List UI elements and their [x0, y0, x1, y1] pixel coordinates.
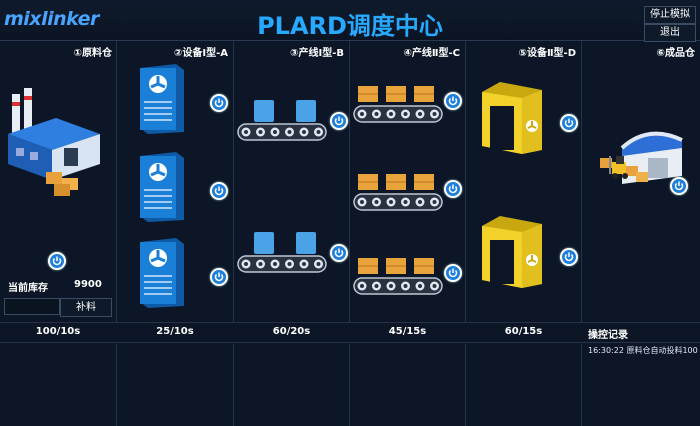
conveyor-c-3 [353, 258, 443, 295]
conveyor-b-1 [237, 100, 327, 141]
exit-button[interactable]: 退出 [644, 24, 696, 42]
power-icon [562, 250, 576, 264]
forklift-icon [600, 156, 628, 179]
operation-log-title: 操控记录 [588, 330, 628, 341]
cabinet-a-3 [140, 238, 184, 308]
column-header: ⑥成品仓 [656, 48, 695, 59]
power-icon [212, 270, 226, 284]
divider [0, 322, 700, 323]
column-header: ⑤设备Ⅱ型-D [518, 48, 576, 59]
power-button-d-1[interactable] [560, 114, 578, 132]
power-icon [332, 114, 346, 128]
power-icon [50, 254, 64, 268]
power-icon [212, 184, 226, 198]
power-button-b-1[interactable] [330, 112, 348, 130]
bottom-cell [350, 344, 466, 426]
power-button-c-3[interactable] [444, 264, 462, 282]
inventory-value: 9900 [74, 279, 102, 290]
power-button-raw[interactable] [48, 252, 66, 270]
power-icon [446, 266, 460, 280]
power-button-b-2[interactable] [330, 244, 348, 262]
power-button-c-2[interactable] [444, 180, 462, 198]
divider [0, 342, 700, 343]
cabinet-a-2 [140, 152, 184, 222]
conveyor-b-2 [237, 232, 327, 273]
rate-label: 45/15s [388, 326, 427, 337]
rate-label: 25/10s [156, 326, 194, 337]
conveyor-c-1 [353, 86, 443, 123]
column-line-b [234, 41, 350, 323]
device-d-1 [482, 82, 542, 154]
warehouse-icon [620, 131, 683, 184]
fan-icon [149, 163, 167, 181]
power-icon [562, 116, 576, 130]
power-icon [332, 246, 346, 260]
column-header: ①原料仓 [73, 48, 112, 59]
column-header: ④产线Ⅱ型-C [403, 48, 460, 59]
column-header: ②设备Ⅰ型-A [173, 48, 228, 59]
factory-icon [8, 88, 100, 196]
fan-icon [149, 249, 167, 267]
power-icon [446, 94, 460, 108]
logo: mixlinker [4, 8, 99, 30]
bottom-cell [117, 344, 234, 426]
column-device-a [117, 41, 234, 323]
conveyor-c-2 [353, 174, 443, 211]
device-d-2 [482, 216, 542, 288]
power-icon [446, 182, 460, 196]
column-device-d [466, 41, 582, 323]
fan-icon [149, 75, 167, 93]
power-button-a-3[interactable] [210, 268, 228, 286]
power-icon [672, 179, 686, 193]
header: mixlinker PLARD调度中心 停止模拟 退出 [0, 0, 700, 42]
inventory-label: 当前库存 [8, 283, 48, 294]
power-icon [212, 96, 226, 110]
bottom-cell [234, 344, 350, 426]
page-title: PLARD调度中心 [257, 12, 443, 40]
rate-label: 60/15s [504, 326, 543, 337]
bottom-cell [466, 344, 582, 426]
replenish-button[interactable]: 补料 [60, 298, 112, 317]
fan-icon [526, 120, 538, 132]
rate-label: 60/20s [272, 326, 311, 337]
log-entry: 16:30:22 原料仓自动投料100 [588, 346, 698, 355]
replenish-amount-input[interactable] [4, 298, 60, 315]
column-line-c [350, 41, 466, 323]
bottom-cell [0, 344, 117, 426]
power-button-d-2[interactable] [560, 248, 578, 266]
column-raw-material [0, 41, 117, 323]
column-header: ③产线Ⅰ型-B [290, 48, 344, 59]
power-button-finished[interactable] [670, 177, 688, 195]
cabinet-a-1 [140, 64, 184, 134]
power-button-a-2[interactable] [210, 182, 228, 200]
fan-icon [526, 254, 538, 266]
power-button-a-1[interactable] [210, 94, 228, 112]
power-button-c-1[interactable] [444, 92, 462, 110]
stop-simulation-button[interactable]: 停止模拟 [644, 6, 696, 24]
rate-label: 100/10s [35, 326, 81, 337]
